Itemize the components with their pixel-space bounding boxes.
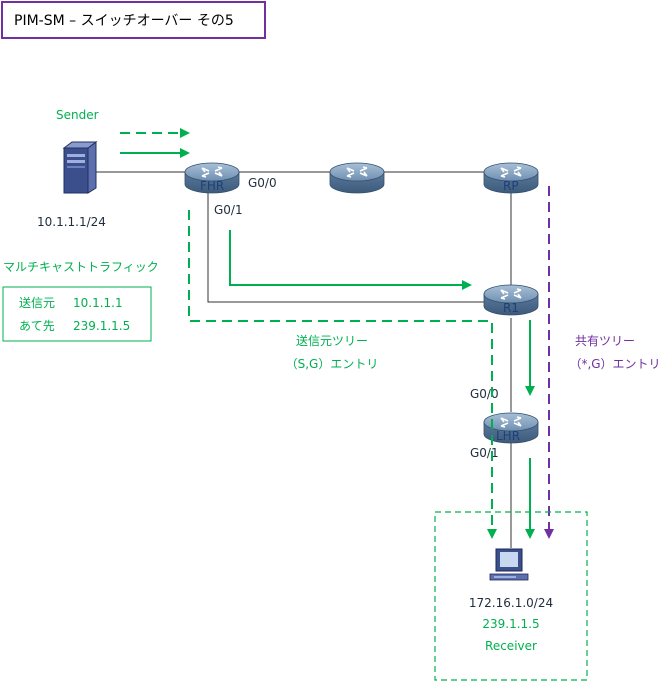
fhr-g00-label: G0/0 <box>248 176 277 190</box>
traffic-box-heading: マルチキャストトラフィック <box>3 260 159 274</box>
receiver-label: Receiver <box>485 639 537 653</box>
lhr-g00-label: G0/0 <box>470 387 499 401</box>
traffic-info-box: 送信元 10.1.1.1 あて先 239.1.1.5 <box>2 286 152 342</box>
traffic-dst-value: 239.1.1.5 <box>73 319 130 333</box>
shared-tree-entry-label: （*,G）エントリ <box>569 357 660 371</box>
traffic-arrow-fhr-to-r1 <box>229 230 472 290</box>
physical-links <box>96 171 512 548</box>
server-icon[interactable] <box>62 141 98 194</box>
sender-ip: 10.1.1.1/24 <box>37 215 106 229</box>
receiver-group: 239.1.1.5 <box>482 617 539 631</box>
sender-label: Sender <box>56 108 99 122</box>
router-middle[interactable] <box>329 162 385 194</box>
receiver-area-box <box>434 511 588 681</box>
shared-tree-label: 共有ツリー <box>575 334 635 348</box>
traffic-dst-label: あて先 <box>19 319 55 333</box>
router-lhr-label: LHR <box>496 429 520 443</box>
source-tree-label: 送信元ツリー <box>296 333 368 348</box>
lhr-g01-label: G0/1 <box>470 446 499 460</box>
traffic-src-value: 10.1.1.1 <box>73 296 123 310</box>
router-fhr-label: FHR <box>200 179 224 193</box>
traffic-src-label: 送信元 <box>19 295 55 310</box>
fhr-g01-label: G0/1 <box>214 203 243 217</box>
page-title: PIM-SM – スイッチオーバー その5 <box>14 13 234 29</box>
receiver-ip: 172.16.1.0/24 <box>469 596 553 610</box>
title-box: PIM-SM – スイッチオーバー その5 <box>1 1 266 39</box>
router-rp-label: RP <box>503 179 519 193</box>
router-r1-label: R1 <box>503 301 519 315</box>
link-fhr-r1 <box>207 190 486 303</box>
source-tree-entry-label: （S,G）エントリ <box>286 357 379 371</box>
pc-icon[interactable] <box>489 548 529 581</box>
source-tree-dashed-arrow <box>188 210 497 539</box>
